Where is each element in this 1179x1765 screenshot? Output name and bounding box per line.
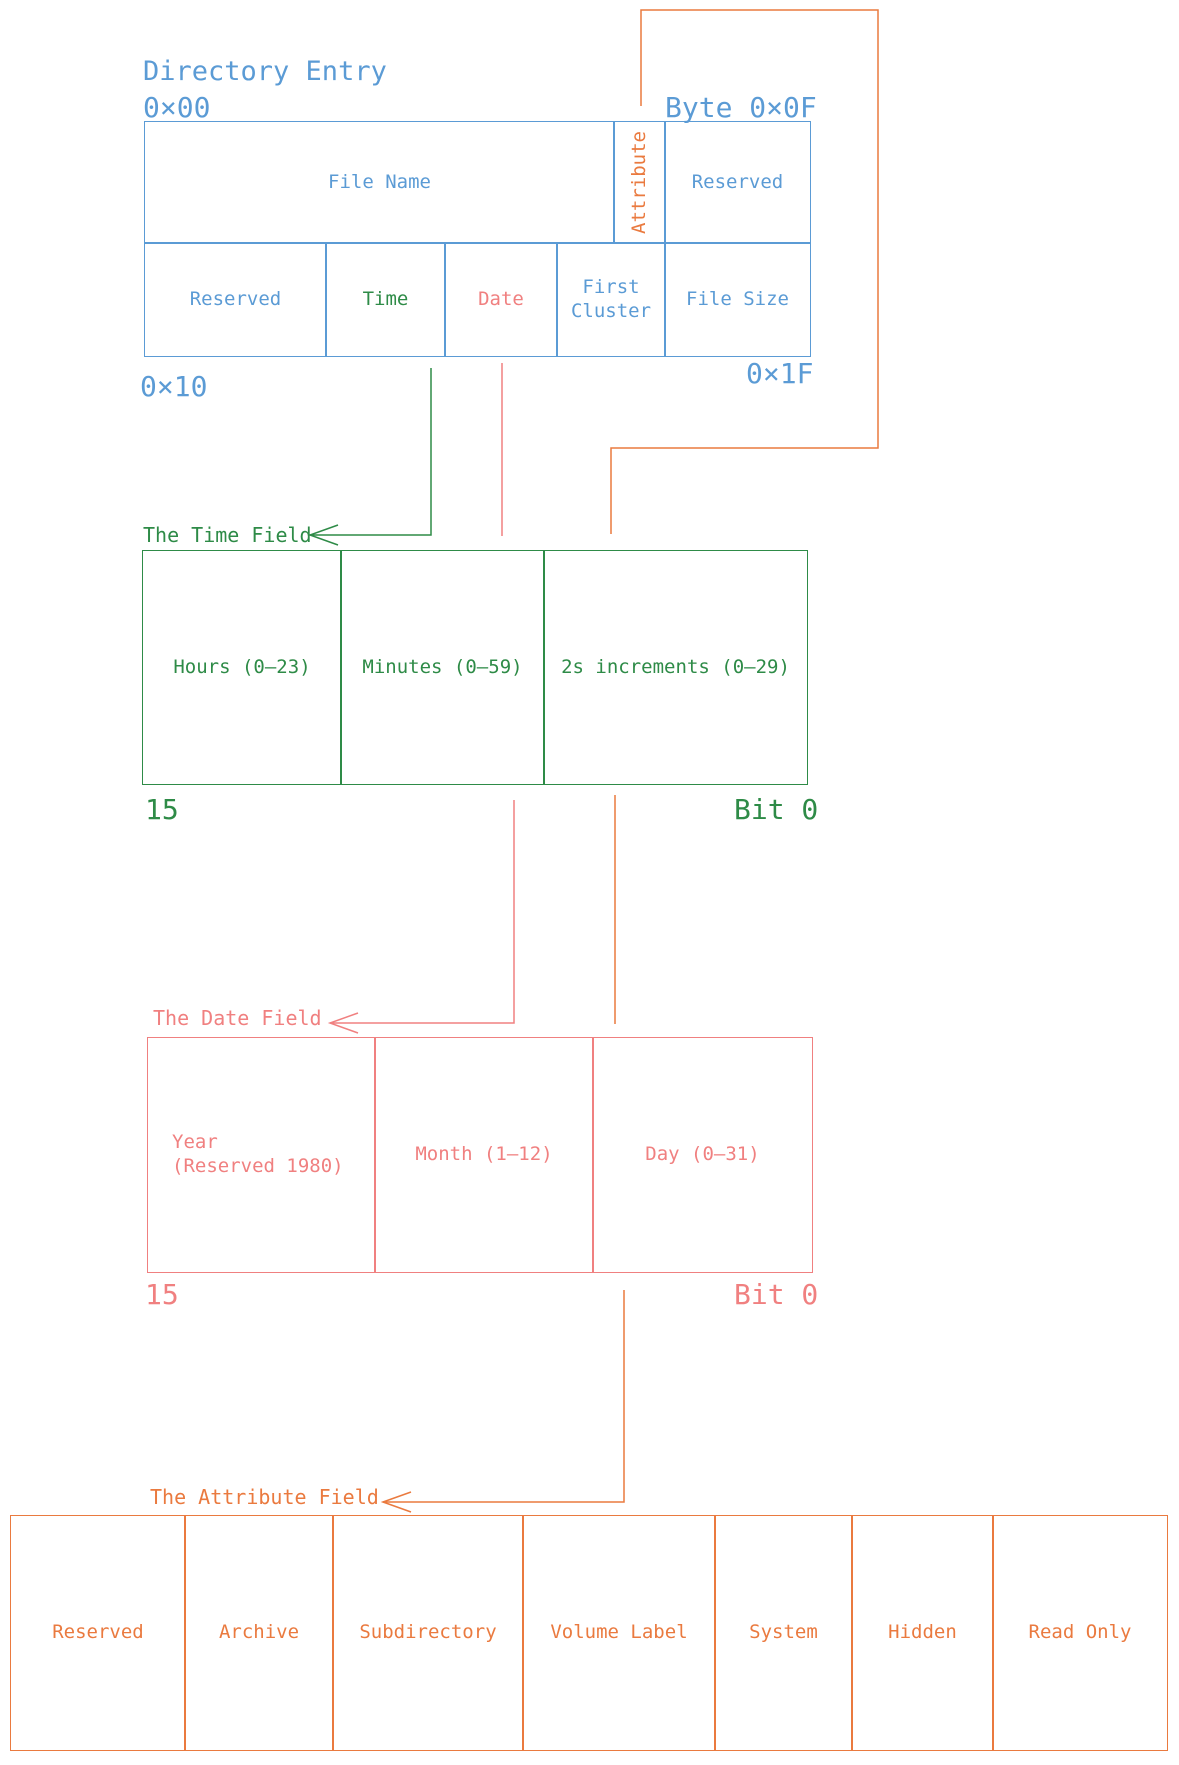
file-size-cell: File Size <box>664 242 811 357</box>
directory-entry-title: Directory Entry <box>143 56 387 87</box>
time-arrowhead <box>307 524 339 546</box>
date-day-cell: Day (0–31) <box>592 1037 813 1273</box>
reserved-cell-row2: Reserved <box>144 242 327 357</box>
attribute-volume-label-cell: Volume Label <box>522 1515 716 1751</box>
attribute-hidden-cell: Hidden <box>851 1515 994 1751</box>
time-cell: Time <box>325 242 446 357</box>
file-name-cell: File Name <box>144 121 615 244</box>
attribute-read-only-cell: Read Only <box>992 1515 1168 1751</box>
attribute-field-title: The Attribute Field <box>150 1485 379 1509</box>
offset-end: 0×1F <box>746 357 814 390</box>
attribute-connector-lower <box>383 1290 625 1503</box>
offset-row1-end: Byte 0×0F <box>665 91 817 124</box>
attribute-connector-upper <box>610 9 879 534</box>
attribute-subdirectory-cell: Subdirectory <box>332 1515 524 1751</box>
time-hours-cell: Hours (0–23) <box>142 550 342 785</box>
date-connector-lower <box>330 800 515 1024</box>
offset-start: 0×00 <box>143 91 211 124</box>
attribute-arrowhead <box>380 1491 412 1513</box>
date-bit-high: 15 <box>145 1278 179 1311</box>
attribute-cell-label: Attribute <box>627 131 650 234</box>
time-field-title: The Time Field <box>143 523 312 547</box>
offset-row2-start: 0×10 <box>140 370 208 403</box>
attribute-reserved-cell: Reserved <box>10 1515 186 1751</box>
time-bit-high: 15 <box>145 793 179 826</box>
date-bit-low: Bit 0 <box>734 1278 819 1311</box>
time-seconds-cell: 2s increments (0–29) <box>543 550 808 785</box>
date-year-cell: Year (Reserved 1980) <box>147 1037 376 1273</box>
attribute-archive-cell: Archive <box>184 1515 334 1751</box>
time-minutes-cell: Minutes (0–59) <box>340 550 545 785</box>
date-month-cell: Month (1–12) <box>374 1037 594 1273</box>
attribute-system-cell: System <box>714 1515 853 1751</box>
date-cell: Date <box>444 242 558 357</box>
attribute-cell: Attribute <box>613 121 666 244</box>
date-field-title: The Date Field <box>153 1006 322 1030</box>
first-cluster-cell: First Cluster <box>556 242 666 357</box>
date-arrowhead <box>327 1012 359 1034</box>
reserved-cell-row1: Reserved <box>664 121 811 244</box>
time-connector <box>310 368 432 536</box>
time-bit-low: Bit 0 <box>734 793 819 826</box>
